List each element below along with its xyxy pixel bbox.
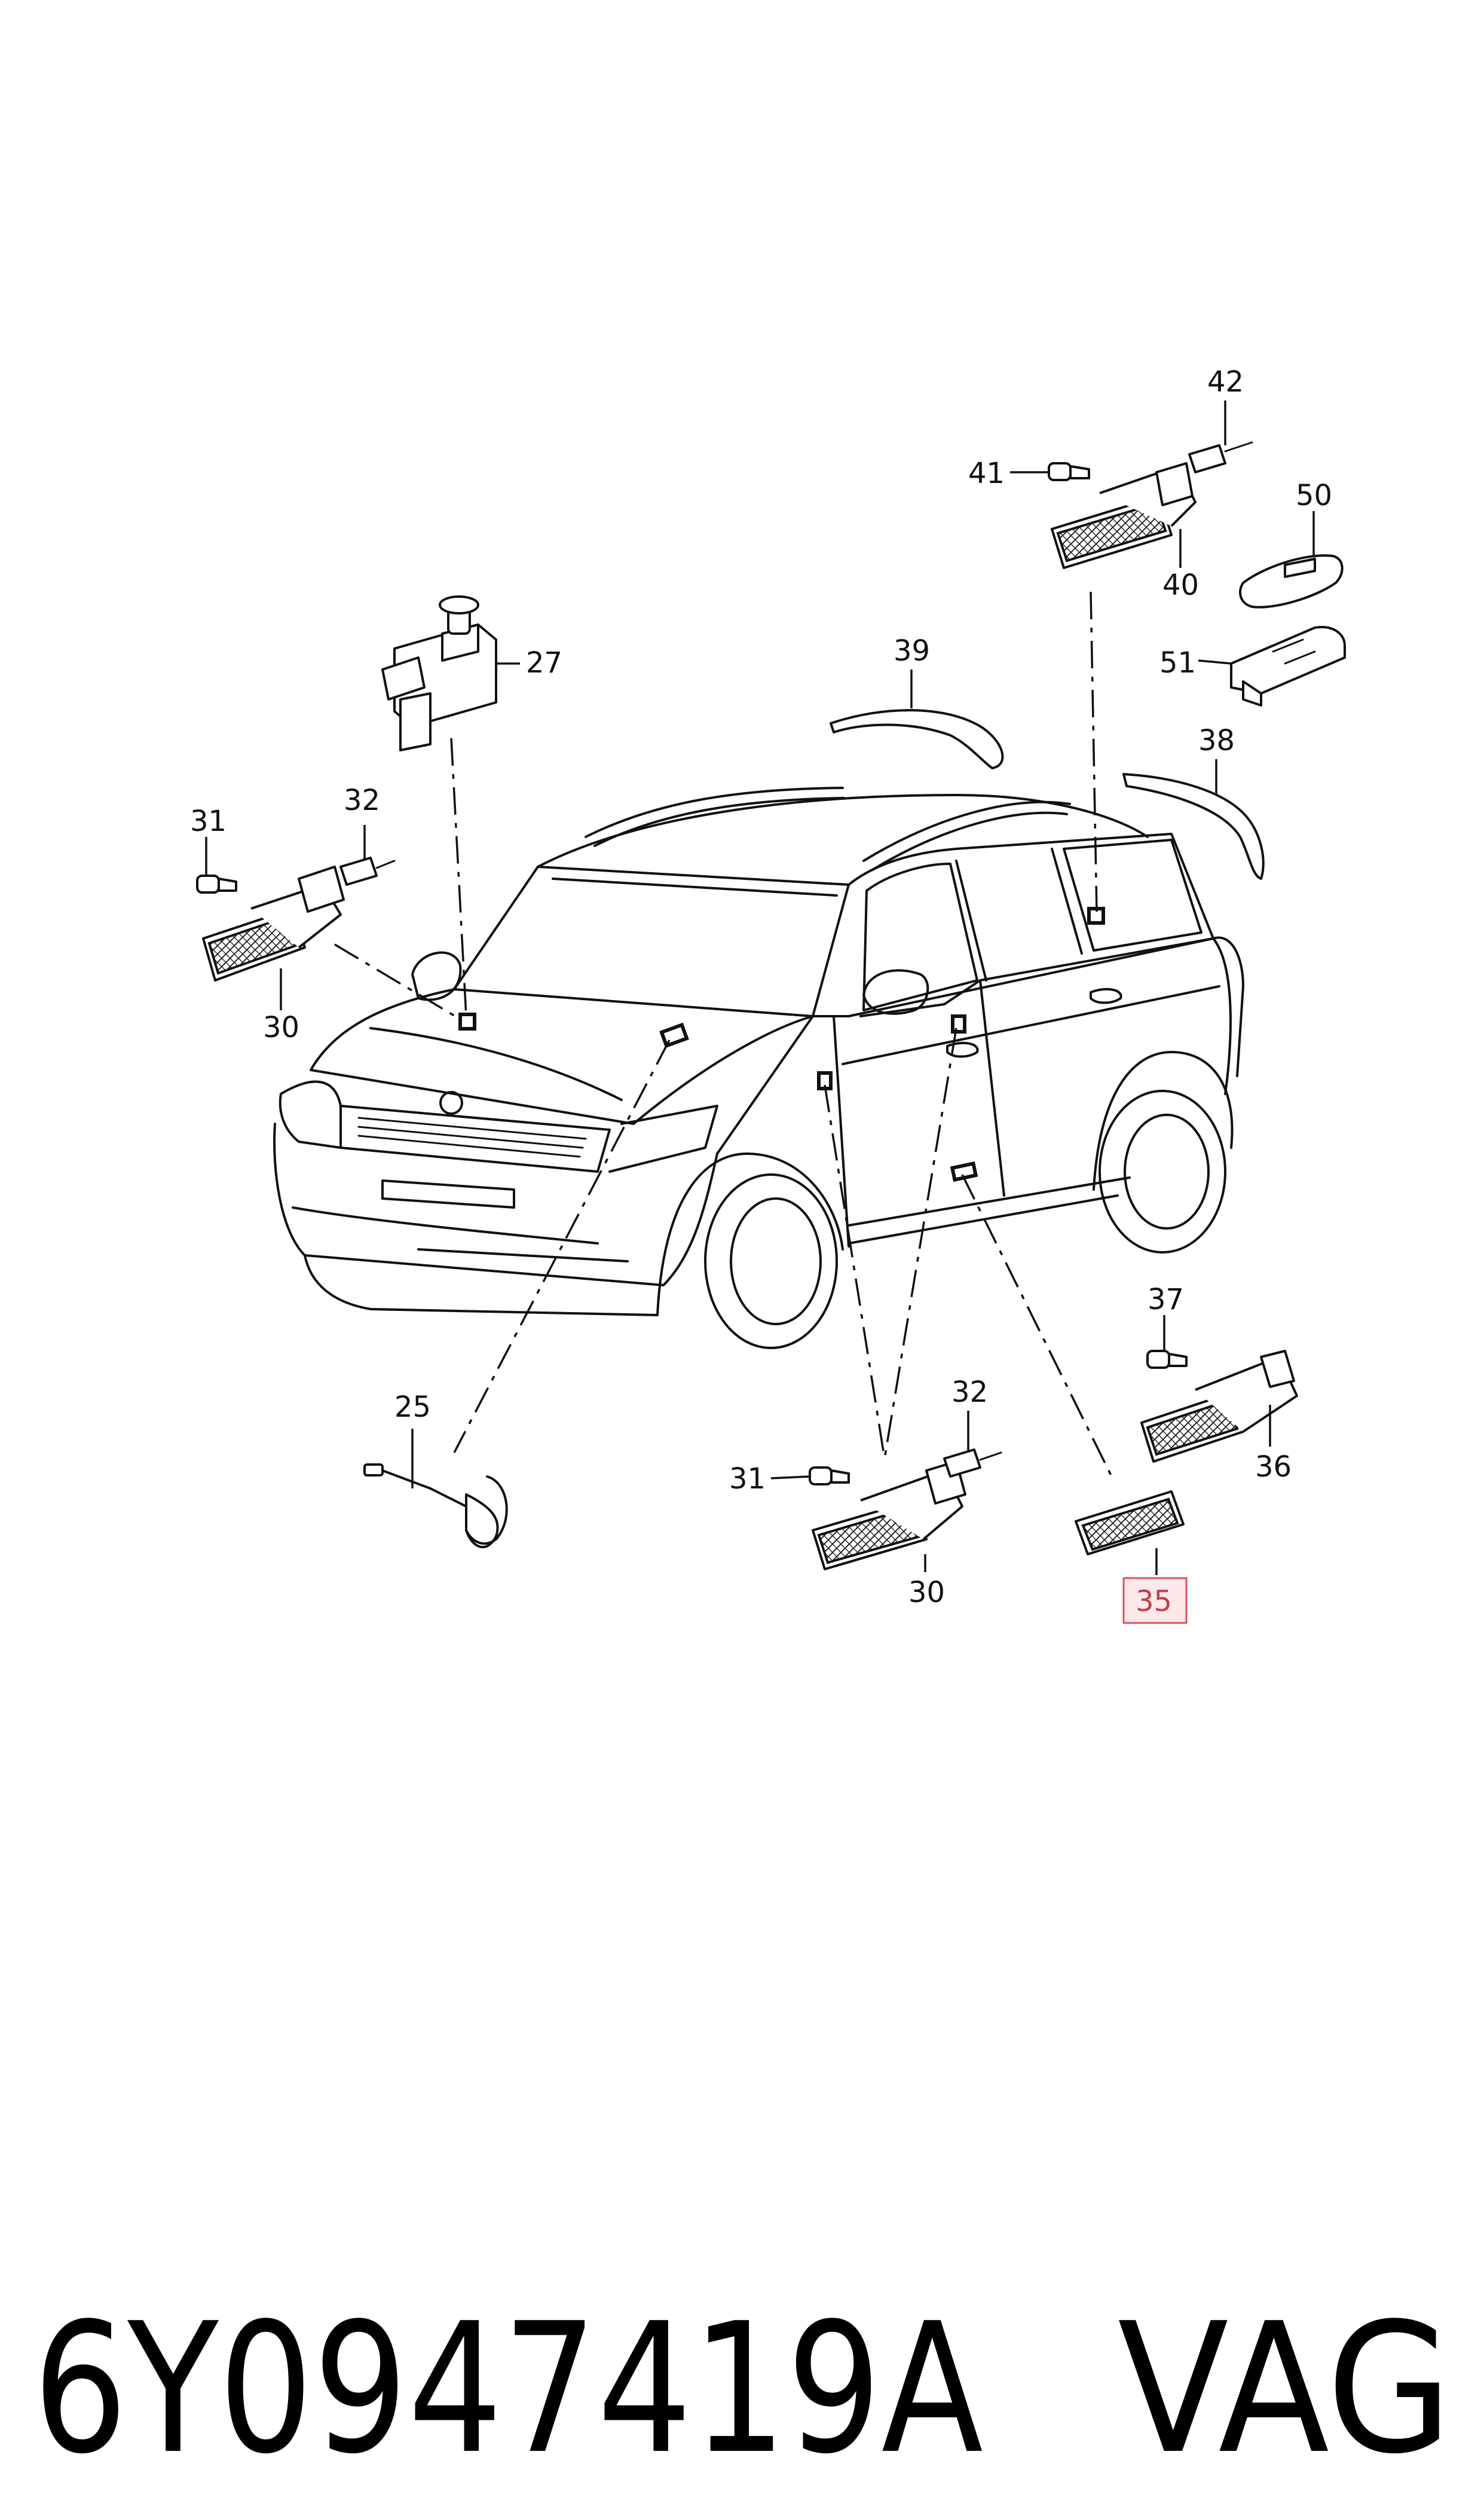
label-30-left: 30 [263, 1011, 299, 1044]
part-32-connector-bottom [943, 1411, 1002, 1478]
label-36: 36 [1255, 1450, 1292, 1484]
part-36-lamp-right [1140, 1350, 1298, 1463]
part-31-bulb-bottom [770, 1466, 850, 1485]
label-31-left: 31 [190, 805, 227, 838]
label-51: 51 [1159, 646, 1196, 680]
label-39: 39 [894, 634, 930, 668]
label-31-bottom: 31 [729, 1462, 766, 1496]
label-37: 37 [1148, 1283, 1184, 1316]
label-50: 50 [1296, 479, 1332, 512]
part-42-connector-top [1188, 401, 1253, 473]
footer-part-number: 6Y0947419A [33, 2285, 984, 2493]
part-41-bulb-top [1010, 462, 1090, 481]
marker-sill [950, 1161, 978, 1182]
part-51-lamp-housing [1198, 626, 1346, 707]
label-32-left: 32 [344, 784, 380, 817]
label-42: 42 [1207, 365, 1244, 399]
label-27: 27 [526, 646, 562, 680]
footer-brand: VAG [1118, 2285, 1452, 2493]
label-35: 35 [1136, 1585, 1172, 1618]
part-25-cable [363, 1429, 508, 1549]
part-38-trim-strip [1122, 759, 1265, 880]
part-37-bulb-right [1146, 1315, 1188, 1369]
marker-hood [659, 1022, 689, 1048]
part-30-lamp-left [202, 866, 345, 1010]
leader-lines [334, 591, 1113, 1477]
part-35-lamp-lens [1075, 1490, 1185, 1575]
part-27-contact-switch [381, 595, 520, 751]
part-40-lamp-top [1051, 462, 1197, 569]
part-32-connector-left [339, 825, 396, 886]
label-41: 41 [968, 457, 1005, 490]
label-38: 38 [1198, 724, 1235, 757]
part-labels: 25 27 30 31 32 30 31 32 36 37 38 39 40 4… [190, 365, 1332, 1624]
highlight-box-35 [1122, 1577, 1188, 1624]
label-25: 25 [394, 1390, 431, 1424]
part-50-key-lamp [1239, 511, 1344, 609]
part-39-trim-strip [830, 670, 1004, 769]
label-40: 40 [1162, 568, 1199, 602]
part-31-bulb-left [196, 837, 237, 894]
part-30-lamp-bottom [812, 1460, 966, 1572]
footer: 6Y0947419A VAG [33, 2285, 1452, 2493]
car-illustration [273, 787, 1244, 1349]
marker-rear-door [951, 1014, 966, 1034]
marker-front-interior [458, 1013, 476, 1031]
label-32-bottom: 32 [951, 1375, 988, 1409]
label-30-bottom: 30 [908, 1576, 945, 1609]
